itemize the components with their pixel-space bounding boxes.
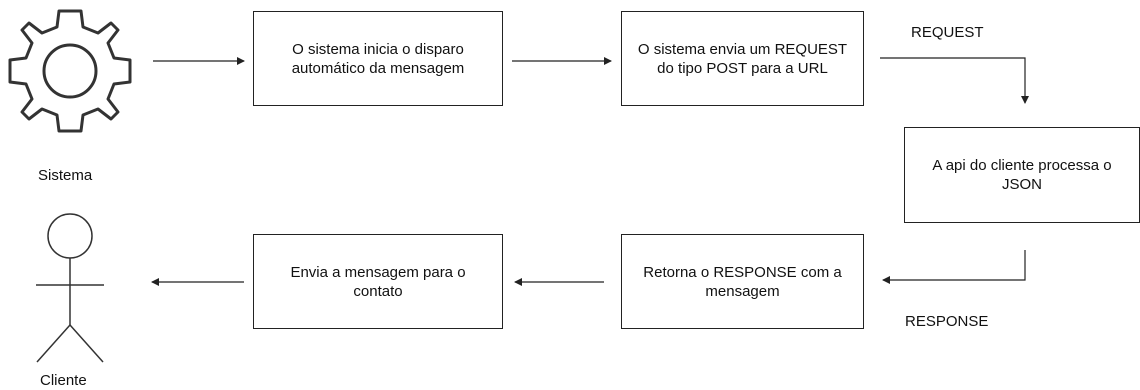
step4-box: Retorna o RESPONSE com a mensagem (621, 234, 864, 329)
step1-text: O sistema inicia o disparo automático da… (291, 40, 465, 77)
response-label: RESPONSE (905, 313, 989, 330)
step2-box: O sistema envia um REQUEST do tipo POST … (621, 11, 864, 106)
request-label: REQUEST (911, 24, 984, 41)
gear-icon (8, 9, 132, 133)
step3-text: A api do cliente processa o JSON (932, 157, 1112, 193)
step5-text: Envia a mensagem para o contato (290, 263, 466, 300)
step2-text: O sistema envia um REQUEST do tipo POST … (637, 40, 848, 77)
actor-stick-figure-icon (36, 213, 104, 363)
system-label: Sistema (38, 167, 93, 184)
client-label: Cliente (40, 372, 87, 389)
arrow-step2-to-step3 (880, 57, 1029, 104)
arrow-step3-to-step4 (882, 250, 1026, 284)
step3-box: A api do cliente processa o JSON (904, 127, 1140, 223)
step5-box: Envia a mensagem para o contato (253, 234, 503, 329)
step1-box: O sistema inicia o disparo automático da… (253, 11, 503, 106)
step4-text: Retorna o RESPONSE com a mensagem (643, 263, 842, 300)
